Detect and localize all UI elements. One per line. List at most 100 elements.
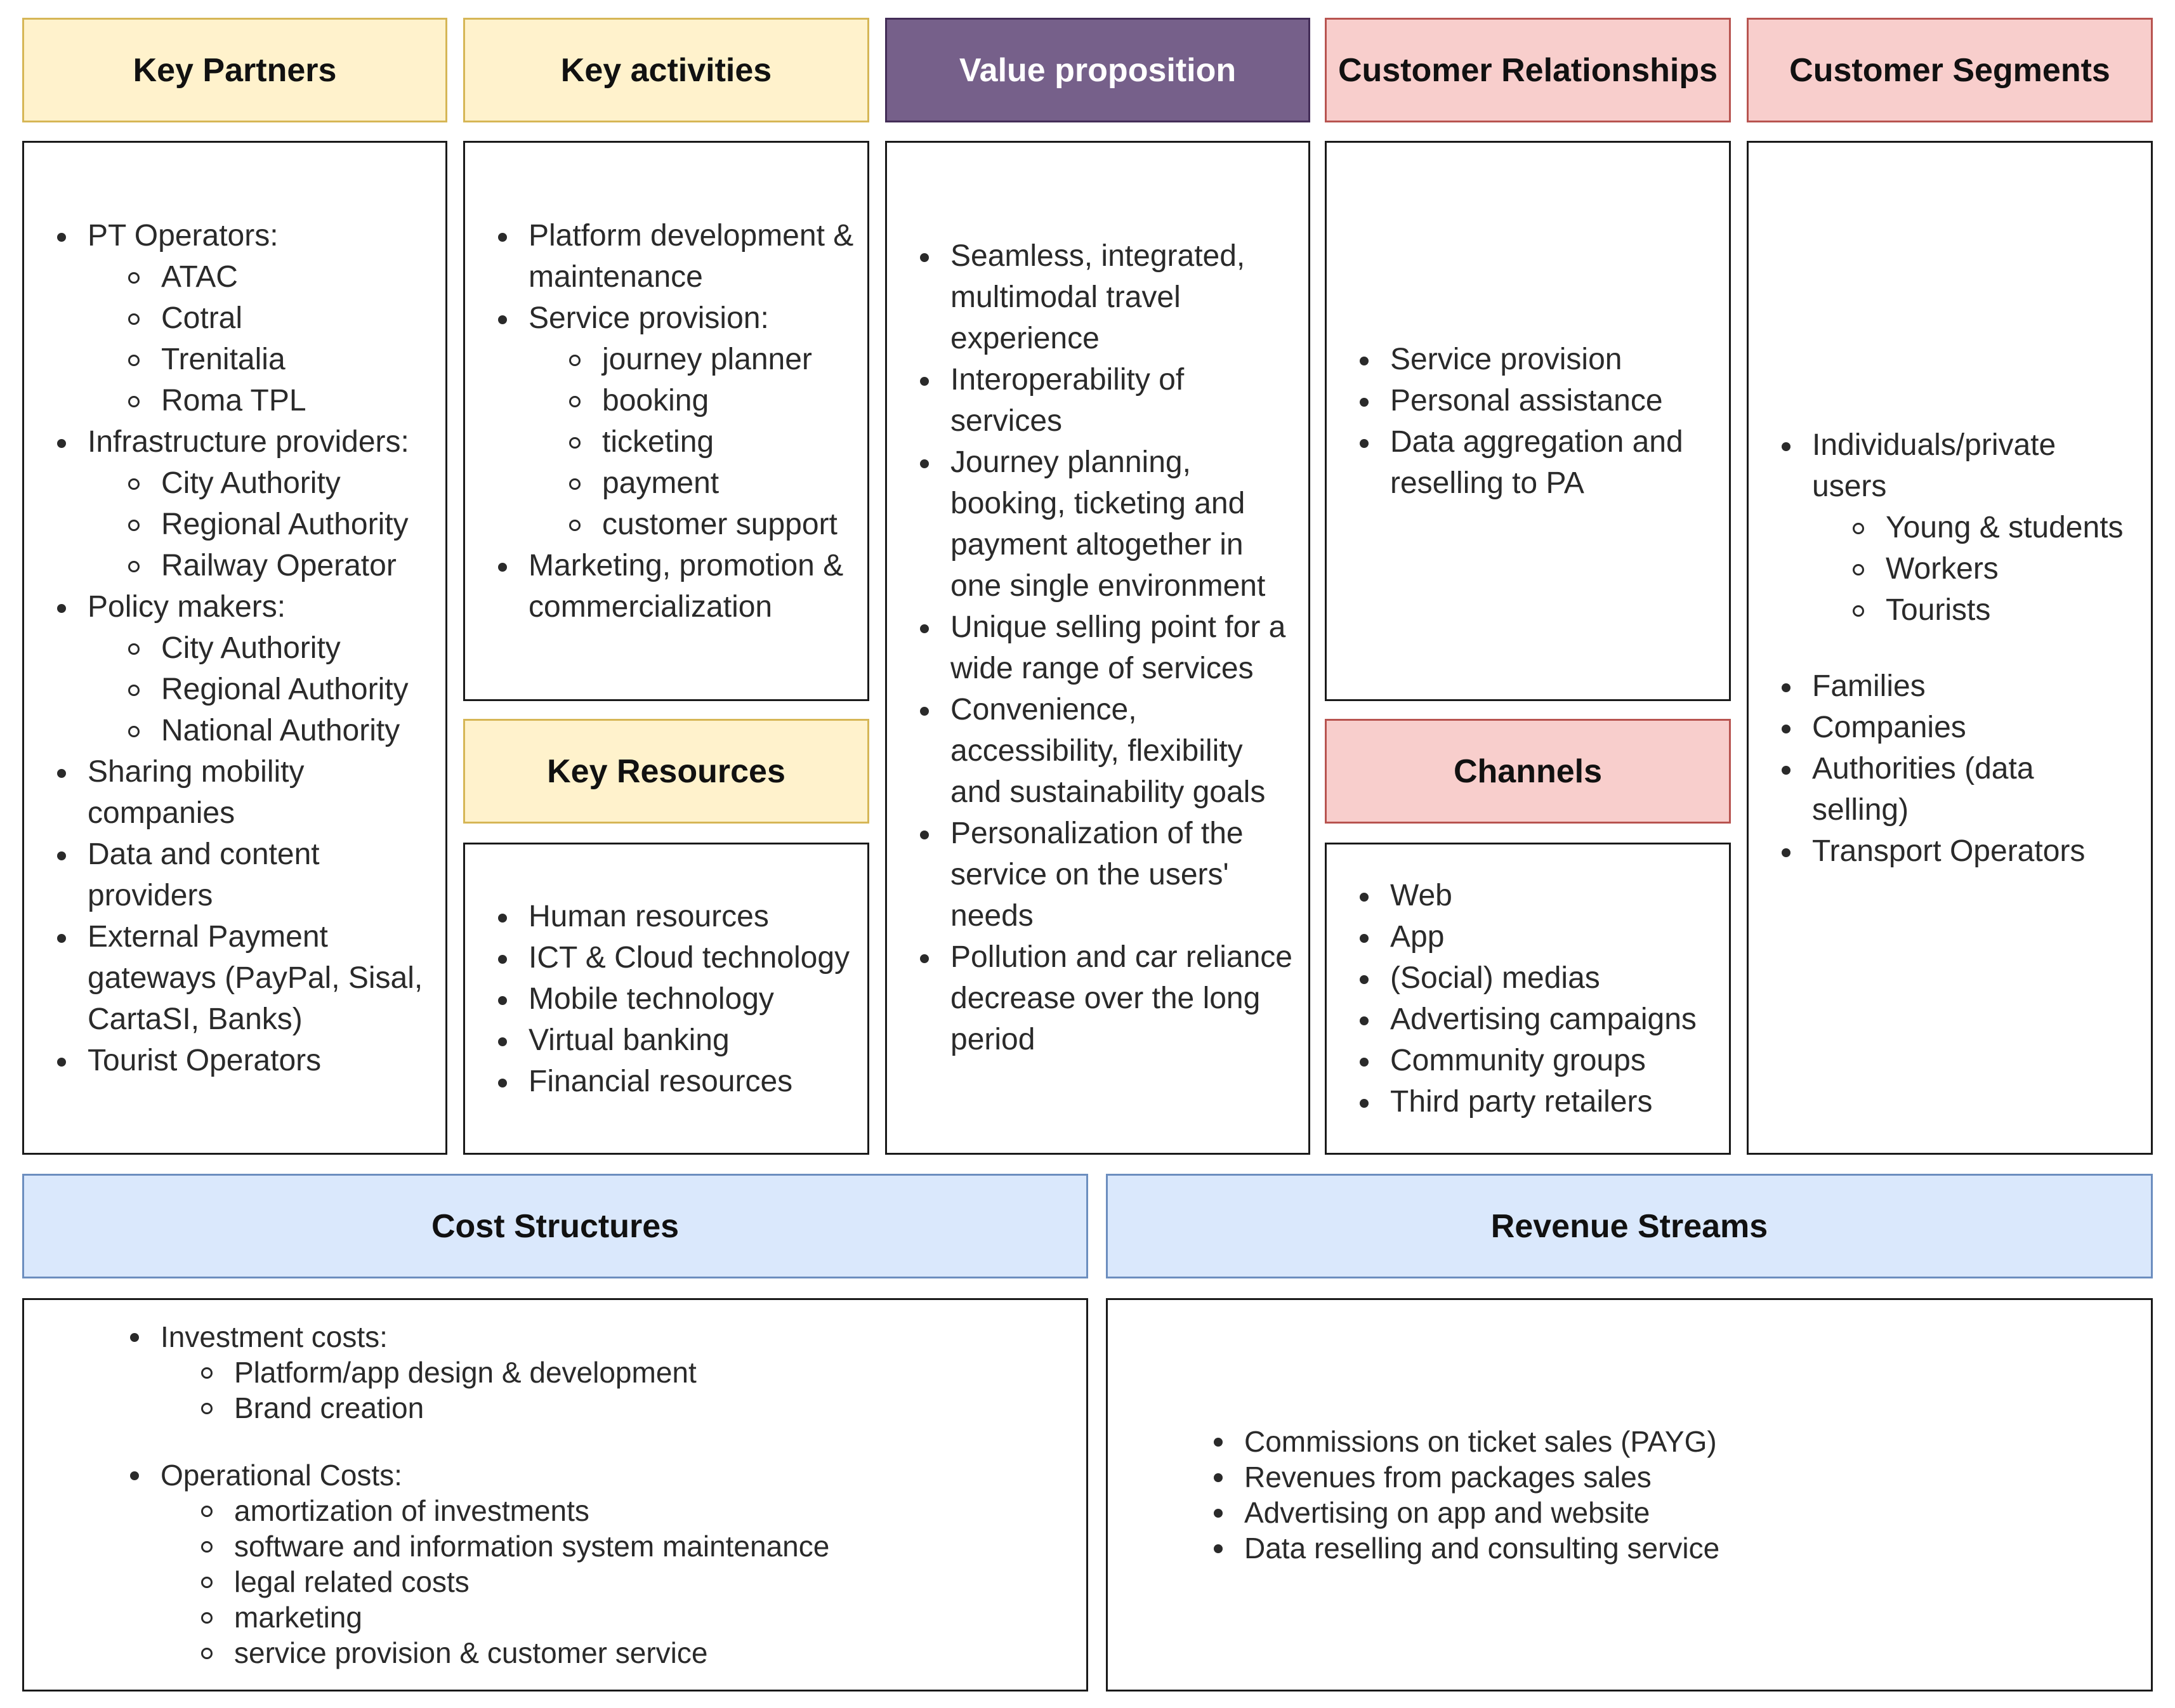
list-item: Advertising campaigns xyxy=(1358,999,1716,1040)
sub-list-item: service provision & customer service xyxy=(201,1635,1074,1671)
sub-list-item: Brand creation xyxy=(201,1390,1074,1426)
key-resources-header: Key Resources xyxy=(463,719,869,824)
list-item: Families xyxy=(1780,666,2138,707)
key-partners-header: Key Partners xyxy=(22,18,447,122)
list-item-text: Journey planning, booking, ticketing and… xyxy=(950,445,1266,603)
list-item-text: App xyxy=(1390,920,1445,954)
list-item: Companies xyxy=(1780,707,2138,748)
list-item-text: ICT & Cloud technology xyxy=(529,940,850,975)
revenue-streams-box: Commissions on ticket sales (PAYG)Revenu… xyxy=(1106,1298,2153,1692)
cost-structures-box: Investment costs:Platform/app design & d… xyxy=(22,1298,1088,1692)
list-item: (Social) medias xyxy=(1358,957,1716,999)
list-item-text: Unique selling point for a wide range of… xyxy=(950,610,1286,685)
sub-list-item: ticketing xyxy=(569,421,855,463)
list-item: Platform development & maintenance xyxy=(497,215,855,298)
list-item-text: Investment costs: xyxy=(161,1320,388,1353)
list-item-text: Commissions on ticket sales (PAYG) xyxy=(1244,1425,1717,1458)
list-item-text: Data reselling and consulting service xyxy=(1244,1532,1720,1565)
list-item-text: Seamless, integrated, multimodal travel … xyxy=(950,239,1245,355)
customer-segments-header: Customer Segments xyxy=(1747,18,2153,122)
sub-list-item: Regional Authority xyxy=(128,504,433,545)
sub-list-item: Tourists xyxy=(1853,589,2138,631)
list-item: Mobile technology xyxy=(497,978,855,1020)
sub-list-item: Railway Operator xyxy=(128,545,433,586)
value-proposition-list: Seamless, integrated, multimodal travel … xyxy=(887,235,1308,1060)
list-item-text: Individuals/private users xyxy=(1812,428,2056,503)
sub-list-item: Regional Authority xyxy=(128,669,433,710)
list-item-text: Infrastructure providers: xyxy=(88,424,409,459)
list-item: Community groups xyxy=(1358,1040,1716,1081)
list-item: Tourist Operators xyxy=(56,1040,433,1081)
list-item-text: Transport Operators xyxy=(1812,834,2086,868)
list-item-text: Community groups xyxy=(1390,1044,1646,1077)
list-item-text: Interoperability of services xyxy=(950,363,1185,438)
list-item-text: Families xyxy=(1812,669,1926,703)
list-item-text: Marketing, promotion & commercialization xyxy=(529,548,844,624)
list-item-text: Advertising campaigns xyxy=(1390,1002,1697,1036)
cost-structures-list: Investment costs:Platform/app design & d… xyxy=(24,1319,1086,1671)
revenue-streams-list: Commissions on ticket sales (PAYG)Revenu… xyxy=(1108,1424,2151,1566)
list-item: Transport Operators xyxy=(1780,831,2138,872)
list-item-text: (Social) medias xyxy=(1390,961,1600,995)
sub-list-item: software and information system maintena… xyxy=(201,1528,1074,1564)
list-item: ICT & Cloud technology xyxy=(497,937,855,978)
list-item: Advertising on app and website xyxy=(1212,1495,2138,1530)
list-item-text: Personal assistance xyxy=(1390,383,1663,417)
sub-list-item: Cotral xyxy=(128,298,433,339)
list-item: Sharing mobility companies xyxy=(56,751,433,834)
sub-list-item: payment xyxy=(569,463,855,504)
list-item-text: Revenues from packages sales xyxy=(1244,1461,1652,1494)
list-item: Third party retailers xyxy=(1358,1081,1716,1122)
sub-list-item: amortization of investments xyxy=(201,1493,1074,1528)
list-item-text: Companies xyxy=(1812,710,1966,744)
list-item: Pollution and car reliance decrease over… xyxy=(919,936,1296,1060)
list-item: Web xyxy=(1358,875,1716,916)
list-item-text: Financial resources xyxy=(529,1064,793,1098)
list-item: Data and content providers xyxy=(56,834,433,916)
list-item: Marketing, promotion & commercialization xyxy=(497,545,855,627)
sub-list-item: legal related costs xyxy=(201,1564,1074,1600)
list-item-text: Data aggregation and reselling to PA xyxy=(1390,424,1683,500)
list-item: Convenience, accessibility, flexibility … xyxy=(919,689,1296,813)
sub-list-item: City Authority xyxy=(128,463,433,504)
list-item-text: Convenience, accessibility, flexibility … xyxy=(950,693,1266,809)
list-item: Unique selling point for a wide range of… xyxy=(919,607,1296,689)
list-item-text: Service provision xyxy=(1390,342,1622,376)
sub-list-item: marketing xyxy=(201,1600,1074,1635)
list-item-text: Virtual banking xyxy=(529,1023,730,1057)
sub-list-item: National Authority xyxy=(128,710,433,751)
list-item-text: External Payment gateways (PayPal, Sisal… xyxy=(88,919,423,1036)
sub-list-item: ATAC xyxy=(128,256,433,298)
list-item: Human resources xyxy=(497,896,855,937)
revenue-streams-header: Revenue Streams xyxy=(1106,1174,2153,1278)
list-item: Investment costs:Platform/app design & d… xyxy=(129,1319,1074,1426)
list-item-text: Advertising on app and website xyxy=(1244,1496,1650,1529)
list-item-text: Personalization of the service on the us… xyxy=(950,817,1244,933)
list-item-text: Human resources xyxy=(529,899,769,933)
list-item: Operational Costs:amortization of invest… xyxy=(129,1457,1074,1671)
list-item-text: PT Operators: xyxy=(88,218,279,253)
sub-list-item: City Authority xyxy=(128,627,433,669)
list-item-text: Tourist Operators xyxy=(88,1043,322,1077)
sub-list-item: Young & students xyxy=(1853,507,2138,548)
list-item: Authorities (data selling) xyxy=(1780,748,2138,831)
list-item: Interoperability of services xyxy=(919,359,1296,442)
channels-header: Channels xyxy=(1325,719,1731,824)
sub-list-item: Trenitalia xyxy=(128,339,433,380)
